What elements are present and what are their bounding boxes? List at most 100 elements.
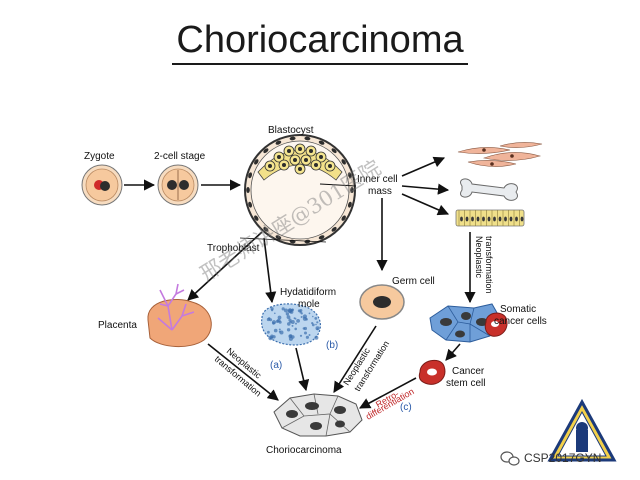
mole-vesicle bbox=[293, 317, 296, 319]
mole-vesicle bbox=[286, 315, 291, 319]
trophoblast-nucleus bbox=[341, 159, 346, 165]
icm-nucleus bbox=[328, 164, 332, 168]
mole-vesicle bbox=[272, 321, 275, 325]
muscle-cells bbox=[457, 142, 543, 167]
mole-vesicle bbox=[288, 318, 292, 322]
icm-nucleus bbox=[304, 158, 308, 162]
trophoblast-nucleus bbox=[331, 148, 337, 154]
label-somatic-1: Somatic bbox=[500, 304, 536, 315]
trophoblast-ring bbox=[246, 136, 354, 244]
mole-vesicle bbox=[288, 334, 293, 339]
trophoblast-nucleus bbox=[248, 201, 253, 208]
mole-vesicle bbox=[267, 330, 270, 334]
zygote-cell bbox=[81, 164, 123, 206]
mole-vesicle bbox=[277, 318, 281, 323]
label-inner-cell-1: Inner cell bbox=[357, 174, 398, 185]
arrow-placenta-to-chorio bbox=[207, 343, 279, 401]
epithelium-nucleus bbox=[520, 216, 524, 222]
trophoblast-nucleus bbox=[347, 201, 352, 208]
mole-vesicle bbox=[285, 312, 290, 316]
zygote-pronucleus-dark bbox=[100, 181, 110, 191]
mole-vesicle bbox=[269, 318, 273, 322]
mole-vesicle bbox=[296, 319, 300, 323]
mole-vesicle bbox=[294, 327, 298, 331]
bone bbox=[460, 178, 518, 201]
path-label-a: (a) bbox=[270, 360, 282, 371]
mole-vesicle bbox=[277, 315, 282, 320]
inner-cell-mass-cells bbox=[264, 143, 336, 175]
trophoblast-nucleus bbox=[341, 215, 346, 221]
arrow-to-mole bbox=[263, 237, 277, 304]
arrow-to-bone bbox=[401, 183, 450, 195]
mole-vesicle bbox=[291, 324, 294, 327]
mole-vesicle bbox=[295, 322, 297, 325]
epithelium-nucleus bbox=[460, 216, 463, 222]
epithelium-nucleus bbox=[509, 216, 513, 222]
trophoblast-nucleus bbox=[263, 226, 269, 232]
icm-nucleus bbox=[268, 164, 272, 168]
label-trophoblast: Trophoblast bbox=[207, 243, 260, 254]
trophoblast-nucleus bbox=[275, 235, 282, 240]
icm-nucleus bbox=[298, 147, 302, 151]
epithelium-nucleus bbox=[471, 216, 474, 222]
arrow-stem-to-chorio bbox=[359, 377, 417, 409]
mole-vesicle bbox=[304, 331, 307, 335]
label-zygote: Zygote bbox=[84, 151, 115, 162]
icm-nucleus bbox=[298, 167, 302, 171]
mole-vesicle bbox=[315, 323, 317, 326]
epithelium-nucleus bbox=[476, 216, 480, 222]
choriocarcinoma-tissue bbox=[273, 393, 363, 437]
label-neo-right-2: transformation bbox=[484, 236, 494, 294]
epithelium-nucleus bbox=[465, 216, 469, 222]
label-cancer-stem-1: Cancer bbox=[452, 366, 485, 377]
umbilical-vessels bbox=[157, 283, 195, 331]
mole-vesicle bbox=[300, 316, 303, 318]
icm-nucleus bbox=[287, 149, 291, 153]
germ-cell bbox=[359, 284, 405, 320]
mole-vesicle bbox=[272, 335, 276, 339]
icm-nucleus bbox=[309, 149, 313, 153]
trophoblast-nucleus bbox=[275, 140, 282, 145]
hydatidiform-mole bbox=[261, 303, 321, 346]
arrow-to-muscle bbox=[401, 156, 446, 177]
label-blastocyst: Blastocyst bbox=[268, 125, 314, 136]
icm-nucleus bbox=[319, 155, 323, 159]
hospital-logo bbox=[547, 398, 617, 462]
trophoblast-nucleus bbox=[331, 226, 337, 232]
mole-vesicles bbox=[266, 307, 320, 341]
mole-vesicle bbox=[279, 330, 284, 335]
path-label-c: (c) bbox=[400, 402, 412, 413]
epithelial-cells bbox=[455, 209, 525, 227]
wechat-icon bbox=[500, 451, 520, 466]
trophoblast-nucleus bbox=[318, 235, 325, 240]
epithelium-nucleus bbox=[504, 216, 507, 222]
label-cancer-stem-2: stem cell bbox=[446, 378, 485, 389]
arrow-to-epithelium bbox=[401, 193, 450, 216]
icm-nucleus bbox=[277, 155, 281, 159]
mole-vesicle bbox=[300, 312, 303, 315]
arrow-to-cancer-stem-cell bbox=[445, 343, 461, 361]
mole-vesicle bbox=[308, 334, 311, 336]
label-hydatidiform-1: Hydatidiform bbox=[280, 287, 336, 298]
mole-vesicle bbox=[297, 309, 301, 313]
label-germ-cell: Germ cell bbox=[392, 276, 435, 287]
trophoblast-nucleus bbox=[289, 136, 296, 141]
mole-vesicle bbox=[271, 309, 274, 312]
mole-vesicle bbox=[274, 312, 276, 315]
somatic-cancer-cells bbox=[429, 303, 508, 343]
mole-vesicle bbox=[278, 328, 281, 331]
epithelium-nucleus bbox=[482, 216, 485, 222]
label-neo-right-1: Neoplastic bbox=[474, 236, 484, 279]
mole-vesicle bbox=[311, 323, 315, 327]
mole-vesicle bbox=[314, 317, 318, 320]
epithelium-nucleus bbox=[493, 216, 496, 222]
epithelium-nucleus bbox=[487, 216, 491, 222]
trophoblast-nucleus bbox=[347, 172, 352, 179]
label-hydatidiform-2: mole bbox=[298, 299, 320, 310]
mole-vesicle bbox=[302, 327, 305, 330]
mole-vesicle bbox=[316, 328, 319, 331]
mole-vesicle bbox=[287, 308, 293, 313]
mole-vesicle bbox=[273, 328, 278, 333]
mole-vesicle bbox=[281, 307, 285, 311]
